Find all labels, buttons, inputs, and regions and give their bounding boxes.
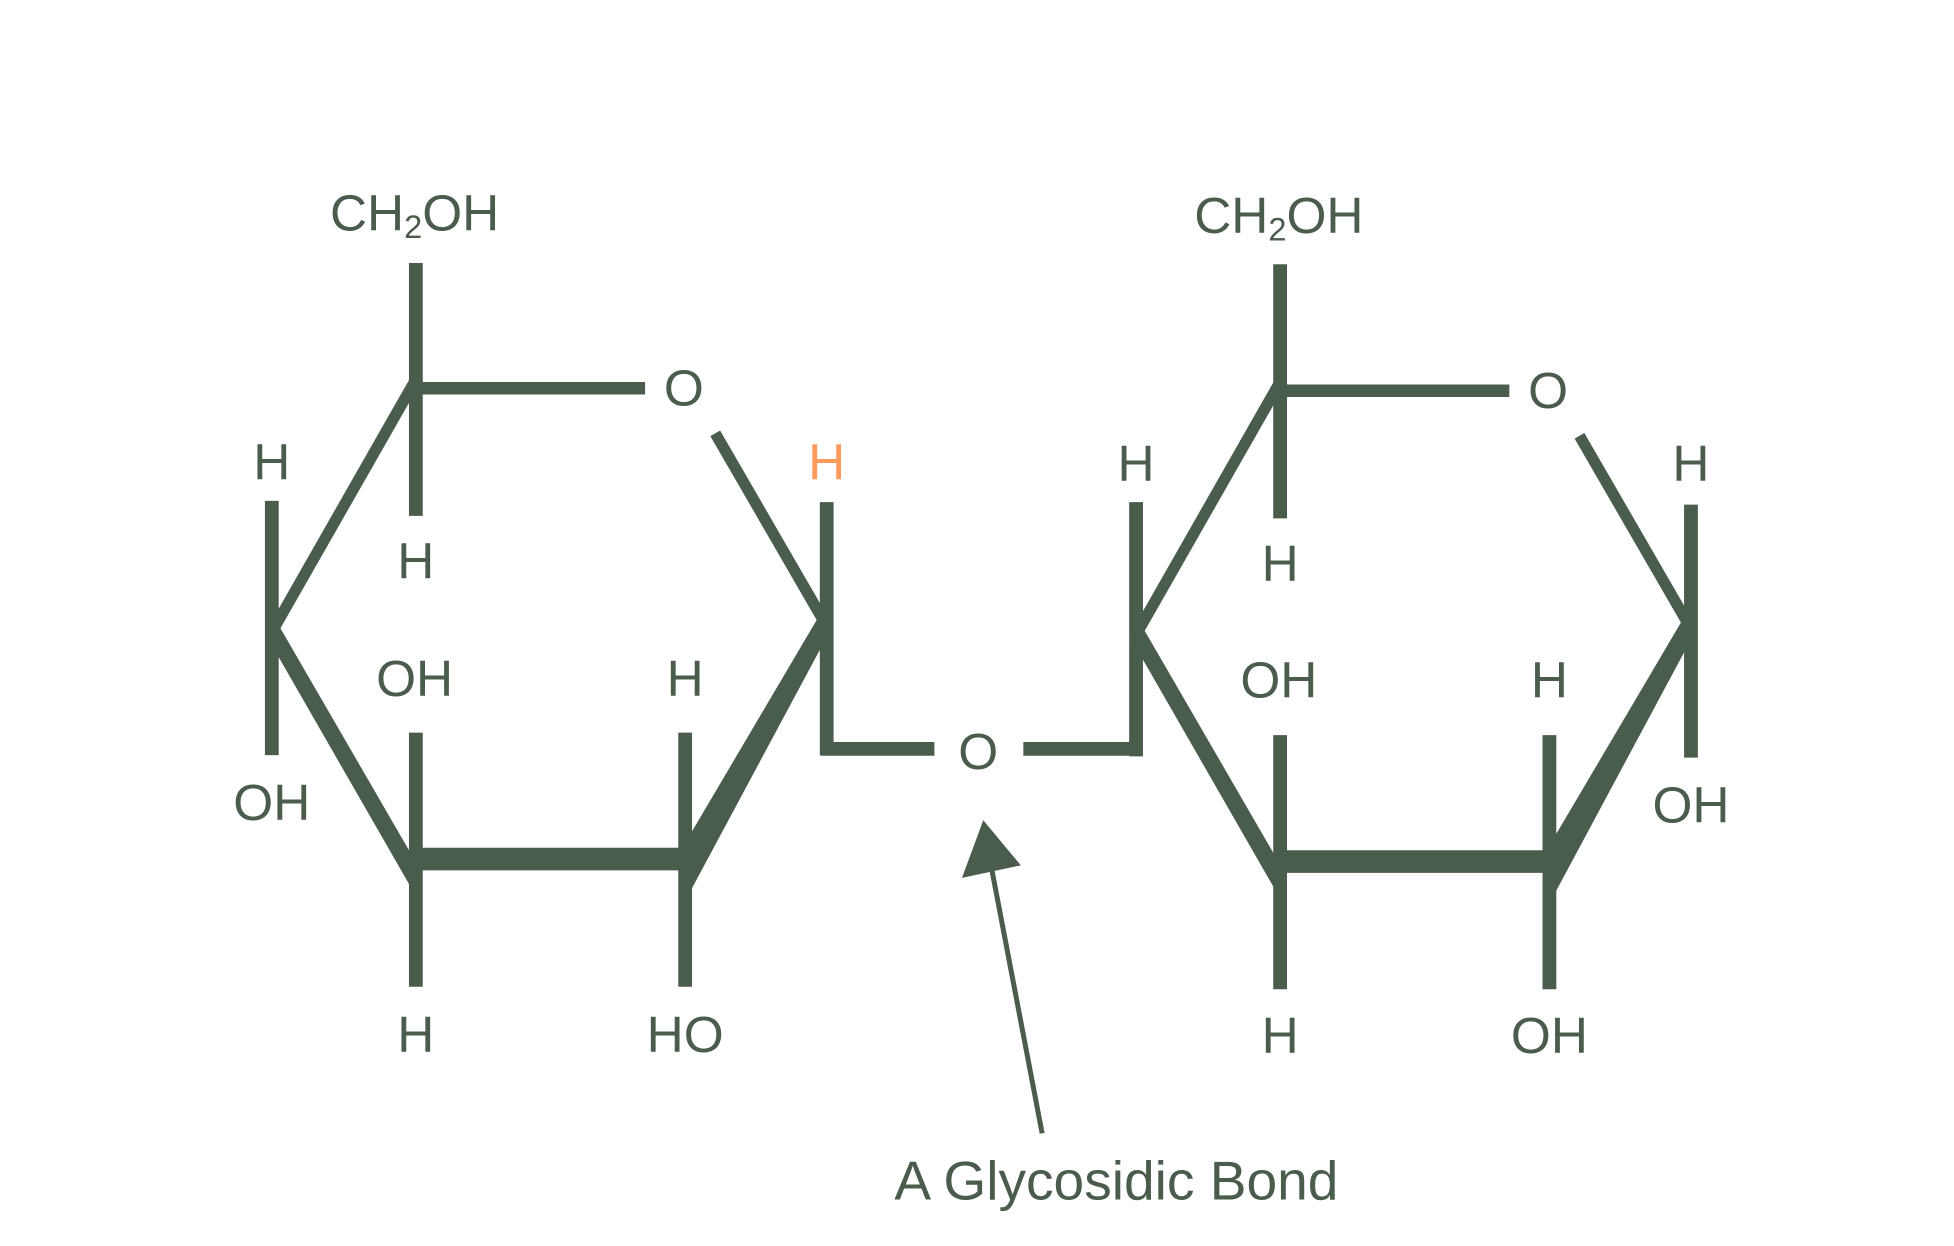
- label-ch2oh-left: CH2OH: [330, 184, 499, 245]
- label-c2-up-left: H: [667, 650, 704, 707]
- bond-c4-c3-wedge-right: [1132, 622, 1278, 895]
- bond-c2-c1-wedge: [680, 613, 830, 892]
- label-c2-down-left: HO: [647, 1006, 724, 1063]
- bond-c5-c4-right: [1132, 379, 1286, 636]
- label-bridge-o: O: [958, 723, 998, 780]
- label-ring-o-left: O: [664, 360, 704, 417]
- label-ring-o-right: O: [1528, 362, 1568, 419]
- left-glucose-ring: [264, 262, 834, 987]
- label-c4-up-right: H: [1118, 435, 1155, 492]
- label-c3-up-right: OH: [1240, 652, 1317, 709]
- bond-ring-o-c1: [710, 430, 832, 629]
- caption-glycosidic-bond: A Glycosidic Bond: [894, 1150, 1338, 1212]
- bond-ring-o-c1-right: [1574, 432, 1696, 632]
- label-c4-down-left: OH: [233, 774, 310, 831]
- label-c3-down-right: H: [1262, 1007, 1299, 1064]
- arrow-icon: [961, 820, 1045, 1134]
- label-c1-up-right: H: [1672, 435, 1709, 492]
- label-c3-up-left: OH: [376, 650, 453, 707]
- label-c4-up-left: H: [253, 434, 290, 491]
- bond-c5-c4: [268, 376, 421, 633]
- label-ch2oh-right: CH2OH: [1194, 187, 1363, 248]
- bond-c2-c1-wedge-right: [1544, 616, 1694, 895]
- arrow-head: [961, 820, 1021, 878]
- label-c2-down-right: OH: [1511, 1007, 1588, 1064]
- label-c2-up-right: H: [1531, 652, 1568, 709]
- right-glucose-ring: [1129, 264, 1698, 990]
- label-c5-down-left: H: [397, 533, 434, 590]
- bond-c4-c3-wedge: [268, 619, 414, 892]
- label-c3-down-left: H: [397, 1006, 434, 1063]
- arrow-shaft: [988, 863, 1045, 1134]
- label-c1-up-left-highlight: H: [808, 434, 845, 491]
- label-c5-down-right: H: [1262, 535, 1299, 592]
- label-c1-down-right: OH: [1652, 777, 1729, 834]
